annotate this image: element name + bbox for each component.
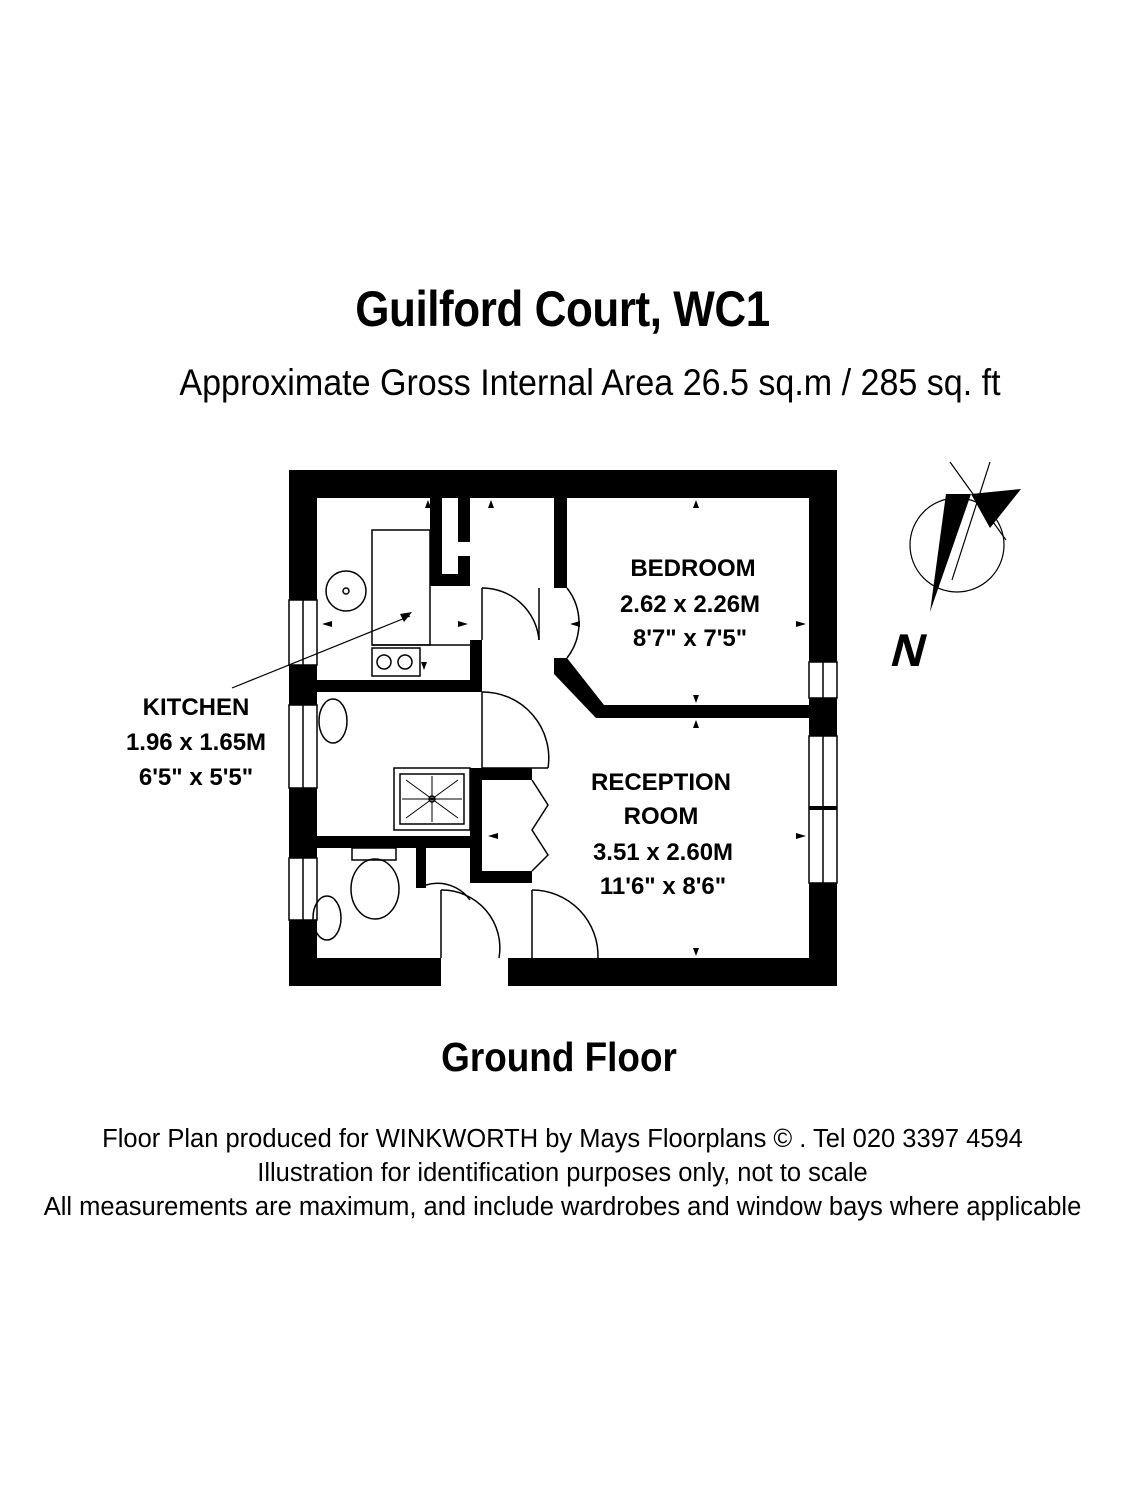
floor-label: Ground Floor [441, 1034, 677, 1080]
kitchen-label: KITCHEN 1.96 x 1.65M 6'5" x 5'5" [126, 694, 266, 791]
doors [425, 587, 599, 959]
reception-name-line2: ROOM [624, 803, 699, 830]
reception-imperial: 11'6" x 8'6" [600, 873, 726, 900]
credit-line-1: Floor Plan produced for WINKWORTH by May… [102, 1125, 1023, 1153]
bedroom-metric: 2.62 x 2.26M [620, 591, 760, 618]
reception-label: RECEPTION ROOM 3.51 x 2.60M 11'6" x 8'6" [591, 769, 733, 900]
plan-title: Guilford Court, WC1 [355, 281, 770, 337]
dimension-arrows [322, 500, 806, 956]
fixtures [312, 529, 471, 941]
compass [909, 461, 1021, 612]
kitchen-leader-line [231, 615, 411, 689]
windows [288, 599, 838, 921]
kitchen-name: KITCHEN [143, 694, 250, 721]
bedroom-label: BEDROOM 2.62 x 2.26M 8'7" x 7'5" [620, 555, 760, 652]
area-subtitle: Approximate Gross Internal Area 26.5 sq.… [179, 362, 1001, 403]
reception-metric: 3.51 x 2.60M [593, 839, 733, 866]
bedroom-name: BEDROOM [630, 555, 755, 582]
compass-north-label: N [886, 625, 933, 676]
kitchen-metric: 1.96 x 1.65M [126, 729, 266, 756]
outer-walls [289, 470, 837, 986]
compass-needle-icon [930, 494, 971, 612]
kitchen-imperial: 6'5" x 5'5" [139, 764, 253, 791]
credit-line-3: All measurements are maximum, and includ… [43, 1193, 1082, 1221]
credit-line-2: Illustration for identification purposes… [257, 1159, 868, 1187]
bedroom-imperial: 8'7" x 7'5" [633, 625, 747, 652]
reception-name-line1: RECEPTION [591, 769, 731, 796]
internal-walls [317, 498, 809, 888]
